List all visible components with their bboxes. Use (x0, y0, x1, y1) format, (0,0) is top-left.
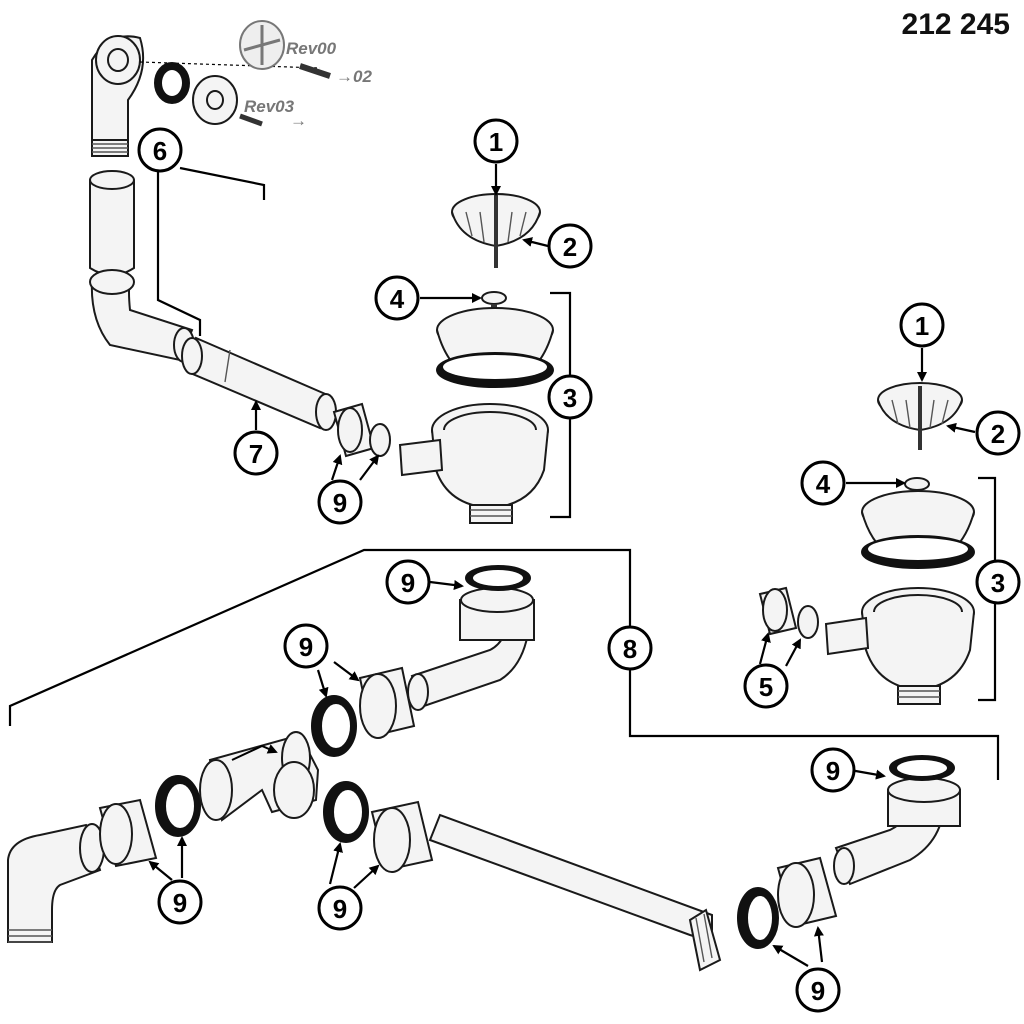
callout-4-left: 4 (374, 275, 420, 321)
svg-text:6: 6 (153, 136, 167, 166)
strainer-assembly-right (758, 382, 997, 705)
callout-5: 5 (743, 663, 789, 709)
trap-assembly (7, 548, 1000, 972)
callout-6: 6 (137, 127, 183, 173)
callout-9-a: 9 (317, 479, 363, 525)
rev-label-b: Rev03 (244, 97, 295, 116)
svg-text:2: 2 (563, 232, 577, 262)
svg-text:9: 9 (173, 888, 187, 918)
svg-text:3: 3 (563, 383, 577, 413)
callout-2-right: 2 (975, 410, 1021, 456)
callout-8: 8 (607, 625, 653, 671)
svg-text:9: 9 (811, 976, 825, 1006)
overflow-assembly (89, 20, 331, 363)
svg-text:9: 9 (333, 894, 347, 924)
callout-9-d: 9 (157, 879, 203, 925)
svg-text:9: 9 (299, 632, 313, 662)
svg-text:7: 7 (249, 439, 263, 469)
svg-text:9: 9 (333, 488, 347, 518)
rev-label-b-arrow: → (290, 111, 307, 130)
svg-text:2: 2 (991, 419, 1005, 449)
svg-text:9: 9 (826, 756, 840, 786)
callout-3-left: 3 (547, 374, 593, 420)
callout-9-c: 9 (283, 623, 329, 669)
callout-4-right: 4 (800, 460, 846, 506)
svg-text:1: 1 (489, 127, 503, 157)
svg-text:3: 3 (991, 568, 1005, 598)
callout-3-right: 3 (975, 559, 1021, 605)
rev-label-a-arrow: →02 (336, 67, 372, 86)
callout-1-left: 1 (473, 118, 519, 164)
svg-text:9: 9 (401, 568, 415, 598)
callout-1-right: 1 (899, 302, 945, 348)
callout-9-g: 9 (795, 967, 841, 1013)
rev-label-a: Rev00 (286, 39, 337, 58)
callout-9-e: 9 (317, 885, 363, 931)
callout-9-f: 9 (810, 747, 856, 793)
overflow-tube (181, 336, 337, 431)
svg-text:5: 5 (759, 672, 773, 702)
callout-9-b: 9 (385, 559, 431, 605)
callouts: 1 2 4 3 6 7 9 1 2 4 3 5 8 9 9 9 9 9 9 (137, 118, 1021, 1013)
svg-text:4: 4 (390, 284, 405, 314)
leader-lines (148, 164, 976, 967)
model-number: 212 245 (901, 8, 1010, 41)
svg-text:1: 1 (915, 311, 929, 341)
callout-7: 7 (233, 430, 279, 476)
callout-2-left: 2 (547, 223, 593, 269)
svg-text:4: 4 (816, 469, 831, 499)
svg-text:8: 8 (623, 634, 637, 664)
strainer-assembly-left (332, 193, 572, 524)
